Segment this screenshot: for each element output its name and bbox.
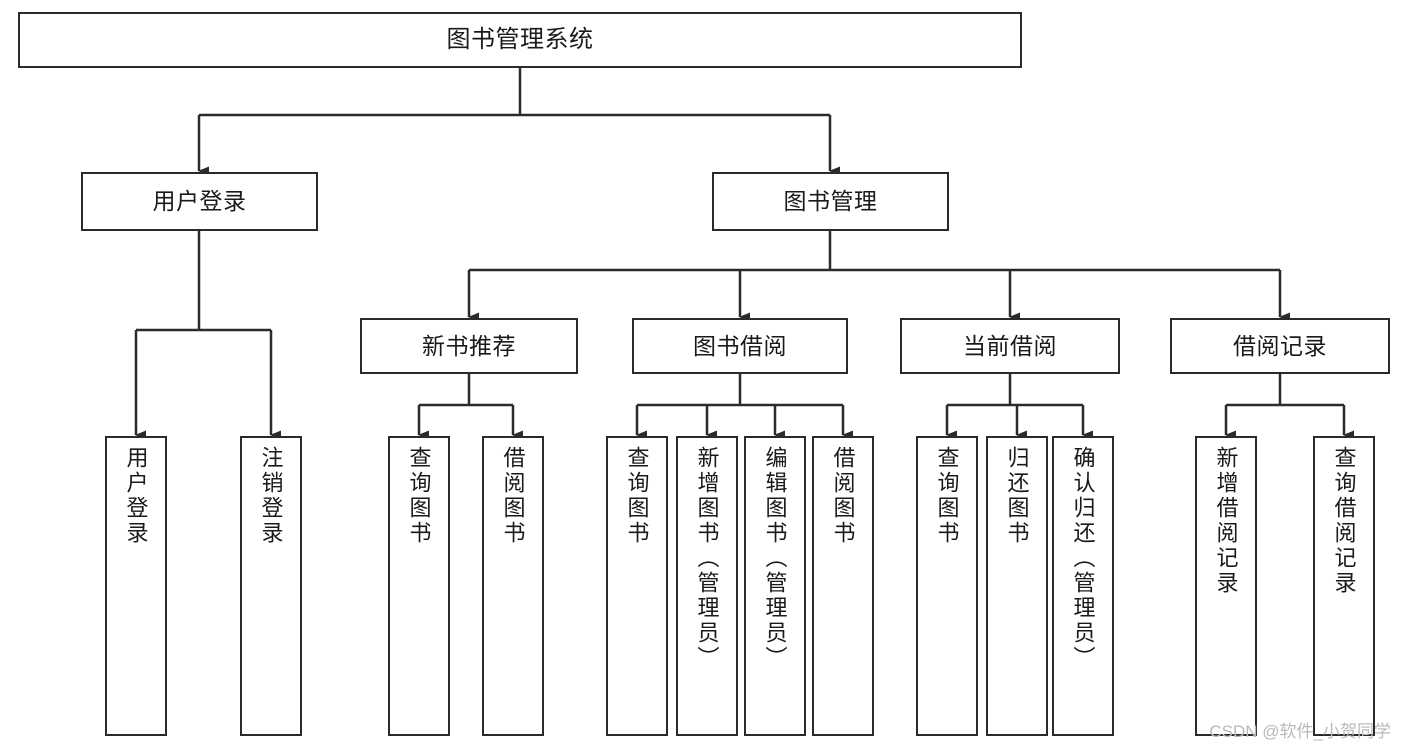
node-book-manage[interactable]: 图书管理: [712, 172, 949, 231]
node-leaf-return-book[interactable]: 归还图书: [986, 436, 1048, 736]
node-leaf-query-book-2[interactable]: 查询图书: [606, 436, 668, 736]
node-leaf-user-logout[interactable]: 注销登录: [240, 436, 302, 736]
node-leaf-query-record[interactable]: 查询借阅记录: [1313, 436, 1375, 736]
node-label-leaf-add-book: 新增图书（管理员）: [694, 446, 720, 671]
node-leaf-borrow-book-2[interactable]: 借阅图书: [812, 436, 874, 736]
node-label-leaf-edit-book: 编辑图书（管理员）: [762, 446, 788, 671]
node-label-user-login: 用户登录: [152, 188, 247, 215]
node-label-leaf-query-record: 查询借阅记录: [1331, 446, 1357, 596]
node-leaf-add-book[interactable]: 新增图书（管理员）: [676, 436, 738, 736]
node-label-borrow-record: 借阅记录: [1233, 332, 1327, 359]
node-label-book-borrow: 图书借阅: [693, 332, 787, 359]
node-label-leaf-borrow-book-1: 借阅图书: [500, 446, 526, 546]
node-label-leaf-query-book-1: 查询图书: [406, 446, 432, 546]
node-leaf-add-record[interactable]: 新增借阅记录: [1195, 436, 1257, 736]
node-label-leaf-query-book-3: 查询图书: [934, 446, 960, 546]
node-leaf-edit-book[interactable]: 编辑图书（管理员）: [744, 436, 806, 736]
watermark-label: CSDN @软件_小贺同学: [1209, 722, 1391, 741]
node-leaf-confirm-return[interactable]: 确认归还（管理员）: [1052, 436, 1114, 736]
node-leaf-query-book-3[interactable]: 查询图书: [916, 436, 978, 736]
node-borrow-record[interactable]: 借阅记录: [1170, 318, 1390, 374]
node-root[interactable]: 图书管理系统: [18, 12, 1022, 68]
node-label-new-book-rec: 新书推荐: [422, 332, 516, 359]
node-label-root: 图书管理系统: [446, 26, 594, 54]
node-leaf-borrow-book-1[interactable]: 借阅图书: [482, 436, 544, 736]
node-book-borrow[interactable]: 图书借阅: [632, 318, 848, 374]
node-label-leaf-user-login: 用户登录: [123, 446, 149, 546]
connector-paths: [134, 68, 1354, 440]
node-current-borrow[interactable]: 当前借阅: [900, 318, 1120, 374]
node-leaf-user-login[interactable]: 用户登录: [105, 436, 167, 736]
node-label-leaf-borrow-book-2: 借阅图书: [830, 446, 856, 546]
node-label-leaf-query-book-2: 查询图书: [624, 446, 650, 546]
node-leaf-query-book-1[interactable]: 查询图书: [388, 436, 450, 736]
node-label-current-borrow: 当前借阅: [963, 332, 1057, 359]
node-user-login[interactable]: 用户登录: [81, 172, 318, 231]
node-label-leaf-confirm-return: 确认归还（管理员）: [1070, 446, 1096, 671]
node-label-book-manage: 图书管理: [783, 188, 878, 215]
node-new-book-rec[interactable]: 新书推荐: [360, 318, 578, 374]
node-label-leaf-user-logout: 注销登录: [258, 446, 284, 546]
node-label-leaf-return-book: 归还图书: [1004, 446, 1030, 546]
node-label-leaf-add-record: 新增借阅记录: [1213, 446, 1239, 596]
